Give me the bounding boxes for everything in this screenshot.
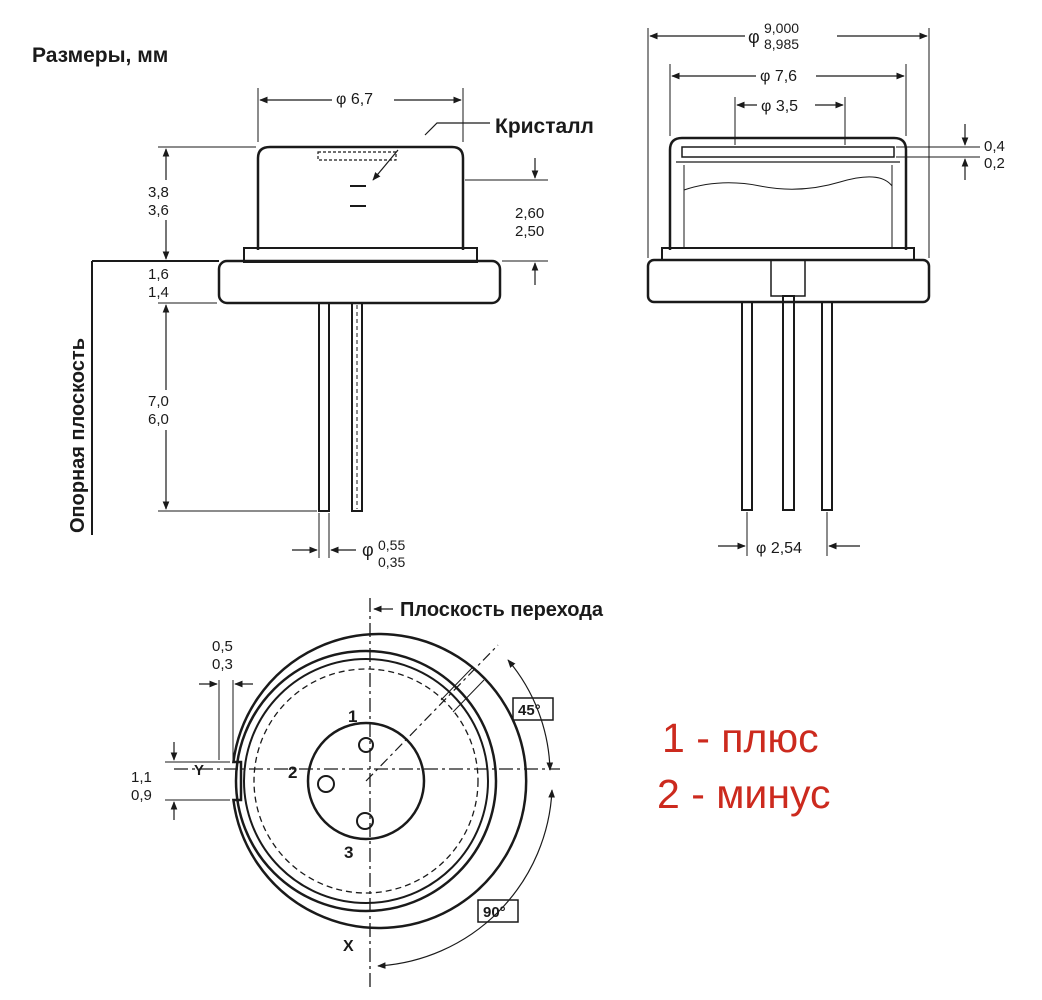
junction-plane-label: Плоскость перехода — [400, 599, 604, 621]
cap-height-max: 3,8 — [148, 184, 169, 201]
reference-plane-label: Опорная плоскость — [67, 338, 89, 533]
cap-base-circle — [234, 649, 498, 913]
side-view: Кристалл φ 6,7 3,8 3,6 1,6 1,4 7,0 6,0 О… — [67, 88, 594, 570]
outer-diameter-symbol: φ — [748, 27, 760, 47]
pin-1 — [358, 737, 374, 753]
lead-diameter-symbol: φ — [362, 540, 374, 560]
pin-circle-label: φ 2,54 — [756, 540, 802, 557]
section-window-glass — [681, 146, 895, 158]
key-depth-min: 0,9 — [131, 787, 152, 804]
key-depth-max: 1,1 — [131, 769, 152, 786]
pin-1-label: 1 — [348, 707, 357, 726]
pin-2 — [317, 775, 335, 793]
lead-diameter-max: 0,55 — [378, 537, 405, 553]
flange-height-min: 1,4 — [148, 284, 169, 301]
angle-45-box — [512, 697, 554, 721]
section-view: φ 9,000 8,985 φ 7,6 φ 3,5 0,4 0,2 φ 2,54 — [646, 18, 1005, 557]
crystal-label: Кристалл — [495, 115, 594, 138]
angle-90-arc — [377, 789, 555, 969]
stem-circle — [306, 721, 426, 841]
section-cap-base — [661, 247, 915, 261]
lead-length-min: 6,0 — [148, 411, 169, 428]
key-width-min: 0,3 — [212, 656, 233, 673]
cap-inner-circle — [243, 658, 489, 904]
key-width-max: 0,5 — [212, 638, 233, 655]
section-lead — [741, 301, 753, 511]
axis-x-label: X — [343, 938, 354, 955]
crystal-window — [317, 151, 397, 161]
cap-outline — [256, 145, 465, 250]
outer-diameter-min: 8,985 — [764, 36, 799, 52]
flange — [217, 259, 502, 305]
cap-diameter-label: φ 6,7 — [336, 91, 373, 108]
angle-90-box — [477, 899, 519, 923]
window-thickness-max: 0,4 — [984, 138, 1005, 155]
section-cap-diameter-label: φ 7,6 — [760, 68, 797, 85]
section-lead — [821, 301, 833, 511]
pin-3-label: 3 — [344, 843, 353, 862]
window-diameter-label: φ 3,5 — [761, 98, 798, 115]
dashed-circle — [253, 668, 479, 894]
lead — [318, 302, 330, 512]
bottom-view: 1 2 3 Плоскость перехода X Y 0,5 0,3 1,1… — [131, 598, 604, 990]
angle-45-label: 45° — [518, 702, 541, 719]
crystal-label-leader — [424, 122, 490, 136]
section-fill-line — [683, 176, 893, 191]
lead-length-max: 7,0 — [148, 393, 169, 410]
outer-diameter-max: 9,000 — [764, 20, 799, 36]
lead — [351, 302, 363, 512]
pin-2-label: 2 — [288, 763, 297, 782]
pin-3 — [356, 812, 374, 830]
legend-plus: 1 - плюс — [662, 715, 819, 761]
window-thickness-min: 0,2 — [984, 155, 1005, 172]
axis-y-label: Y — [194, 762, 204, 779]
legend-minus: 2 - минус — [657, 771, 831, 817]
angle-90-label: 90° — [483, 904, 506, 921]
lead-diameter-min: 0,35 — [378, 554, 405, 570]
section-cap-outline — [668, 136, 908, 250]
section-center-stem — [770, 259, 806, 297]
crystal-depth-max: 2,60 — [515, 205, 544, 222]
angle-45-arc — [507, 659, 554, 771]
page-title: Размеры, мм — [32, 44, 168, 67]
flange-height-max: 1,6 — [148, 266, 169, 283]
crystal-depth-min: 2,50 — [515, 223, 544, 240]
section-lead — [782, 295, 795, 511]
outer-flange-circle — [231, 632, 528, 930]
crystal-leader — [372, 149, 399, 181]
cap-height-min: 3,6 — [148, 202, 169, 219]
